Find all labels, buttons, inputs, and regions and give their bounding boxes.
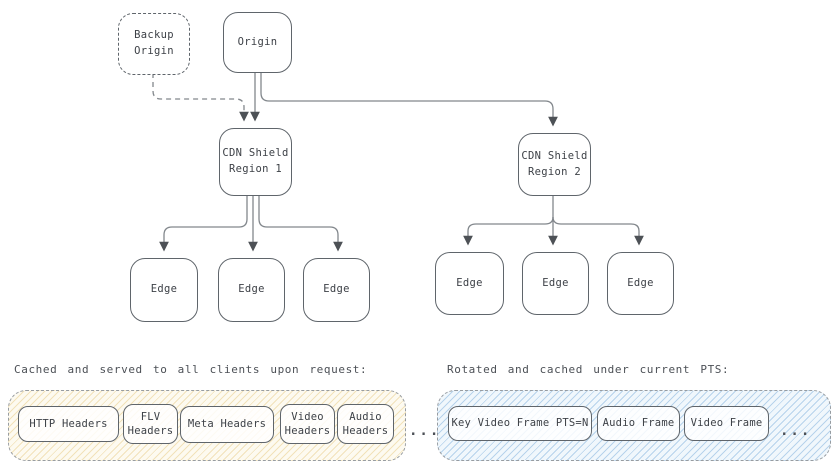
node-cdn-shield-region-2: CDN Shield Region 2 [518, 133, 591, 196]
edge-shield2-to-edge6 [552, 216, 644, 246]
chip-http-headers: HTTP Headers [18, 406, 119, 442]
node-edge-4: Edge [435, 252, 504, 315]
node-origin: Origin [223, 12, 292, 73]
chip-key-video-frame: Key Video Frame PTS=N [448, 406, 592, 441]
node-edge-1: Edge [130, 258, 198, 322]
chip-audio-headers: Audio Headers [337, 404, 394, 444]
edge-shield1-to-edge1 [159, 195, 248, 252]
chip-video-headers: Video Headers [280, 404, 335, 444]
cache-ellipsis: ... [409, 423, 441, 439]
node-backup-origin: Backup Origin [118, 13, 190, 75]
node-edge-6: Edge [607, 252, 674, 315]
node-edge-3: Edge [303, 258, 370, 322]
edge-shield1-to-edge3 [258, 195, 343, 252]
chip-flv-headers: FLV Headers [123, 404, 178, 444]
node-cdn-shield-region-1: CDN Shield Region 1 [219, 128, 292, 196]
chip-video-frame: Video Frame [684, 406, 769, 441]
node-edge-2: Edge [218, 258, 285, 322]
edge-shield2-to-edge4 [463, 216, 554, 246]
chip-audio-frame: Audio Frame [597, 406, 680, 441]
cache-section-label: Cached and served to all clients upon re… [14, 363, 368, 376]
pts-ellipsis: ... [780, 423, 812, 439]
chip-meta-headers: Meta Headers [180, 406, 274, 443]
node-edge-5: Edge [522, 252, 589, 315]
pts-section-label: Rotated and cached under current PTS: [447, 363, 730, 376]
edge-origin-to-shield2 [260, 72, 558, 127]
edge-backup-origin-to-shield1 [152, 73, 249, 122]
